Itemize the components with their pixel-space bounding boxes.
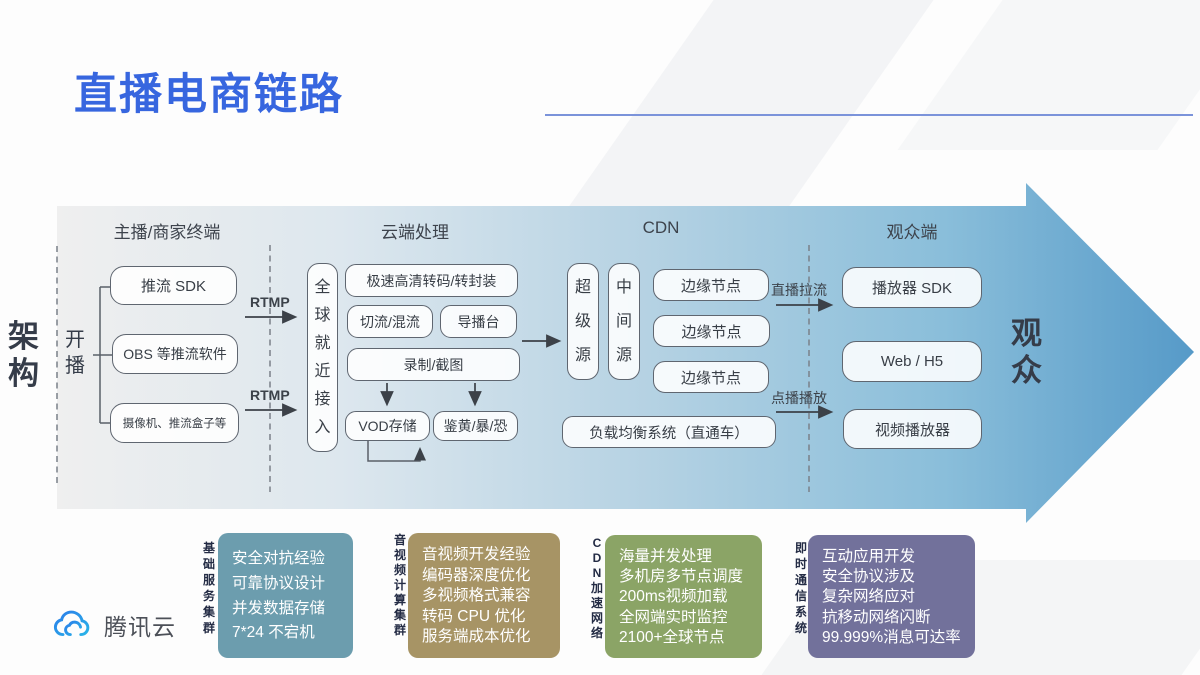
node-camera-box: 摄像机、推流盒子等 [110, 403, 239, 443]
card-line: 2100+全球节点 [619, 628, 725, 646]
node-obs: OBS 等推流软件 [112, 334, 238, 374]
card-av-compute: 音视频开发经验 编码器深度优化 多视频格式兼容 转码 CPU 优化 服务端成本优… [408, 533, 560, 658]
card-line: 7*24 不宕机 [232, 624, 315, 642]
card-line: 抗移动网络闪断 [822, 608, 931, 626]
card-label-text: 音视频计算集群 [394, 533, 407, 637]
card-line: 服务端成本优化 [422, 628, 531, 646]
node-edge-2: 边缘节点 [653, 315, 770, 347]
node-web-h5: Web / H5 [842, 341, 982, 382]
super-origin-text: 超级源 [575, 278, 592, 364]
global-access-text: 全球就近接入 [314, 278, 331, 436]
audience-label-text: 观众 [1011, 316, 1042, 388]
page-title: 直播电商链路 [74, 71, 344, 119]
title-underline [545, 114, 1193, 116]
card-line: 安全对抗经验 [232, 550, 326, 568]
card-line: 多机房多节点调度 [619, 568, 744, 585]
card-line: 200ms视频加载 [619, 588, 728, 606]
brand-logo: 腾讯云 [52, 606, 176, 643]
column-header-cdn: CDN [642, 218, 680, 237]
card-label-basic-services: 基础服务集群 [203, 540, 215, 636]
card-line: 海量并发处理 [619, 547, 713, 565]
card-line: 99.999%消息可达率 [822, 628, 961, 646]
node-load-balancer: 负载均衡系统（直通车） [562, 416, 776, 448]
node-cut-mix: 切流/混流 [347, 305, 433, 338]
card-cdn-network: 海量并发处理 多机房多节点调度 200ms视频加载 全网端实时监控 2100+全… [605, 535, 762, 658]
node-video-player: 视频播放器 [843, 409, 982, 449]
card-label-cdn-network: CDN加速网络 [591, 536, 603, 641]
card-line: 可靠协议设计 [232, 574, 326, 592]
card-line: 并发数据存储 [232, 599, 326, 617]
column-header-cloud: 云端处理 [381, 223, 449, 242]
node-mid-origin: 中间源 [608, 263, 640, 380]
live-pull-label: 直播拉流 [771, 282, 827, 298]
architecture-label: 架构 [8, 318, 39, 392]
node-edge-1: 边缘节点 [653, 269, 769, 301]
node-global-access: 全球就近接入 [307, 263, 338, 452]
card-label-text: 基础服务集群 [203, 541, 216, 635]
architecture-label-text: 架构 [8, 319, 39, 391]
mid-origin-text: 中间源 [616, 278, 633, 364]
rtmp-label-top: RTMP [250, 294, 290, 310]
tencent-cloud-icon [53, 610, 90, 637]
card-line: 转码 CPU 优化 [422, 607, 526, 625]
node-transcode: 极速高清转码/转封装 [345, 264, 518, 297]
node-player-sdk: 播放器 SDK [842, 267, 982, 308]
audience-label: 观众 [1011, 315, 1042, 389]
background-shape [897, 0, 1200, 150]
brand-name: 腾讯云 [104, 613, 176, 640]
card-line: 复杂网络应对 [822, 588, 916, 606]
start-broadcast-text: 开播 [65, 329, 85, 377]
card-line: 全网端实时监控 [619, 608, 728, 626]
node-record: 录制/截图 [347, 348, 520, 381]
card-line: 多视频格式兼容 [422, 587, 531, 605]
card-basic-services: 安全对抗经验 可靠协议设计 并发数据存储 7*24 不宕机 [218, 533, 353, 658]
card-line: 编码器深度优化 [422, 566, 531, 584]
card-label-av-compute: 音视频计算集群 [394, 533, 406, 638]
start-broadcast-label: 开播 [65, 327, 85, 379]
column-header-viewer: 观众端 [886, 223, 938, 242]
node-director: 导播台 [440, 305, 517, 338]
node-push-sdk: 推流 SDK [110, 266, 237, 305]
card-label-text: CDN加速网络 [591, 536, 604, 640]
card-line: 互动应用开发 [822, 547, 916, 565]
rtmp-label-bottom: RTMP [250, 387, 290, 403]
background-shape [566, 0, 934, 210]
card-line: 安全协议涉及 [822, 568, 916, 585]
card-im-system: 互动应用开发 安全协议涉及 复杂网络应对 抗移动网络闪断 99.999%消息可达… [808, 535, 975, 658]
card-label-text: 即时通信系统 [795, 541, 808, 635]
vod-play-label: 点播播放 [771, 390, 827, 406]
card-line: 音视频开发经验 [422, 546, 531, 564]
node-moderation: 鉴黄/暴/恐 [433, 411, 518, 441]
node-edge-3: 边缘节点 [653, 361, 769, 393]
card-label-im-system: 即时通信系统 [795, 540, 807, 636]
node-vod-storage: VOD存储 [345, 411, 430, 441]
column-header-terminal: 主播/商家终端 [113, 223, 221, 242]
node-super-origin: 超级源 [567, 263, 599, 380]
